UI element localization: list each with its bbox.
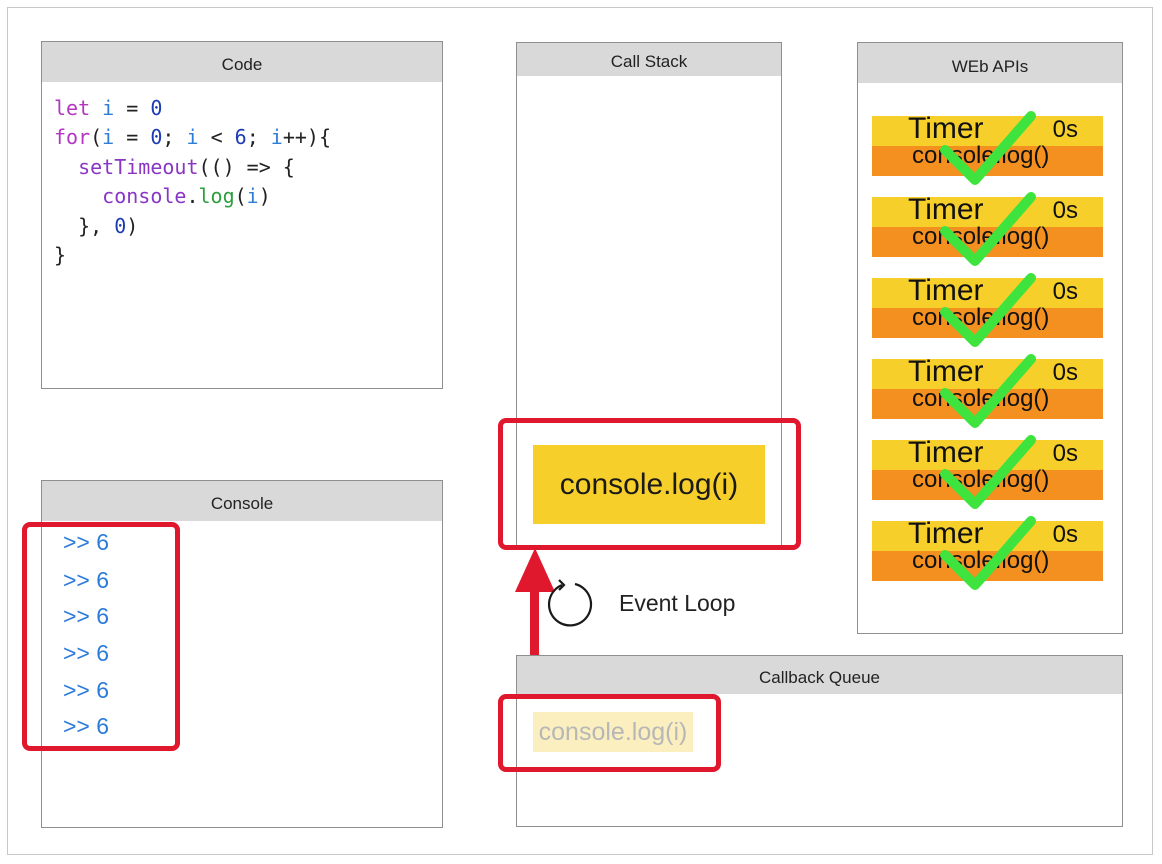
code-line: console.log(i): [54, 182, 331, 211]
code-line: }, 0): [54, 212, 331, 241]
check-icon: [940, 516, 1036, 590]
code-token: i: [102, 96, 115, 120]
diagram-frame: [7, 7, 1153, 855]
code-token: i: [270, 125, 283, 150]
timer-header: [872, 521, 1103, 551]
code-token: (: [234, 184, 247, 209]
code-token: (() => {: [198, 154, 295, 179]
timer-label: Timer: [908, 355, 984, 388]
timer-delay: 0s: [1052, 359, 1078, 386]
check-icon: [940, 354, 1036, 428]
code-token: i: [246, 184, 259, 209]
console-line: >> 6: [63, 603, 110, 629]
code-token: 0: [114, 213, 127, 238]
web-apis-title: WEb APIs: [858, 43, 1122, 83]
timer-header: [872, 359, 1103, 389]
console-output-highlight: [22, 522, 180, 751]
code-line: let i = 0: [54, 94, 331, 123]
code-token: =: [114, 125, 151, 150]
timer-header: [872, 116, 1103, 146]
code-line: setTimeout(() => {: [54, 153, 331, 182]
code-panel-title: Code: [42, 42, 442, 82]
timer-header: [872, 440, 1103, 470]
code-token: },: [54, 213, 115, 238]
code-line: for(i = 0; i < 6; i++){: [54, 123, 331, 152]
code-token: ): [258, 184, 271, 209]
timer-callback: console.log(): [912, 304, 1050, 331]
code-token: .: [186, 184, 199, 209]
console-line: >> 6: [63, 640, 110, 666]
code-token: i: [102, 125, 115, 150]
timer-header: [872, 197, 1103, 227]
timer-delay: 0s: [1052, 116, 1078, 143]
code-token: ;: [162, 125, 187, 150]
timer-delay: 0s: [1052, 278, 1078, 305]
code-token: 0: [150, 96, 163, 120]
callback-queue-highlight: [498, 694, 721, 772]
timer-callback: console.log(): [912, 466, 1050, 493]
callback-queue-title: Callback Queue: [517, 656, 1122, 694]
timer-delay: 0s: [1052, 521, 1078, 548]
event-loop-label: Event Loop: [619, 590, 736, 616]
code-token: ): [126, 213, 139, 238]
code-line: }: [54, 241, 331, 270]
timer-label: Timer: [908, 436, 984, 469]
code-token: }: [54, 243, 67, 268]
refresh-icon: [547, 579, 593, 627]
check-icon: [940, 435, 1036, 509]
code-token: console: [54, 184, 187, 209]
timer-label: Timer: [908, 112, 984, 145]
timer-label: Timer: [908, 517, 984, 550]
code-token: 6: [234, 125, 247, 150]
console-panel-title: Console: [42, 481, 442, 521]
code-token: for: [54, 125, 91, 150]
timer-label: Timer: [908, 193, 984, 226]
console-line: >> 6: [63, 677, 110, 703]
timer-delay: 0s: [1052, 440, 1078, 467]
code-token: i: [186, 125, 199, 150]
timer-callback: console.log(): [912, 142, 1050, 169]
console-line: >> 6: [63, 713, 110, 739]
code-token: <: [198, 125, 235, 150]
check-icon: [940, 192, 1036, 266]
code-token: =: [114, 96, 151, 120]
code-token: 0: [150, 125, 163, 150]
timer-callback: console.log(): [912, 223, 1050, 250]
callback-queue-item: console.log(i): [533, 712, 693, 752]
code-token: ;: [246, 125, 271, 150]
call-stack-highlight: [498, 418, 801, 550]
console-line: >> 6: [63, 567, 110, 593]
timer-delay: 0s: [1052, 197, 1078, 224]
check-icon: [940, 273, 1036, 347]
console-line: >> 6: [63, 529, 110, 555]
timer-callback: console.log(): [912, 547, 1050, 574]
code-token: ++){: [282, 125, 332, 150]
code-token: log: [198, 184, 235, 209]
check-icon: [940, 111, 1036, 185]
call-stack-title: Call Stack: [517, 43, 781, 76]
console-panel: Console >> 6 >> 6 >> 6 >> 6 >> 6 >> 6: [41, 480, 443, 828]
callback-queue-panel: Callback Queue: [516, 655, 1123, 827]
code-token: let: [54, 96, 103, 120]
timer-callback: console.log(): [912, 385, 1050, 412]
call-stack-frame: console.log(i): [533, 445, 765, 524]
timer-label: Timer: [908, 274, 984, 307]
timer-header: [872, 278, 1103, 308]
code-token: (: [90, 125, 103, 150]
code-token: setTimeout: [54, 154, 199, 179]
